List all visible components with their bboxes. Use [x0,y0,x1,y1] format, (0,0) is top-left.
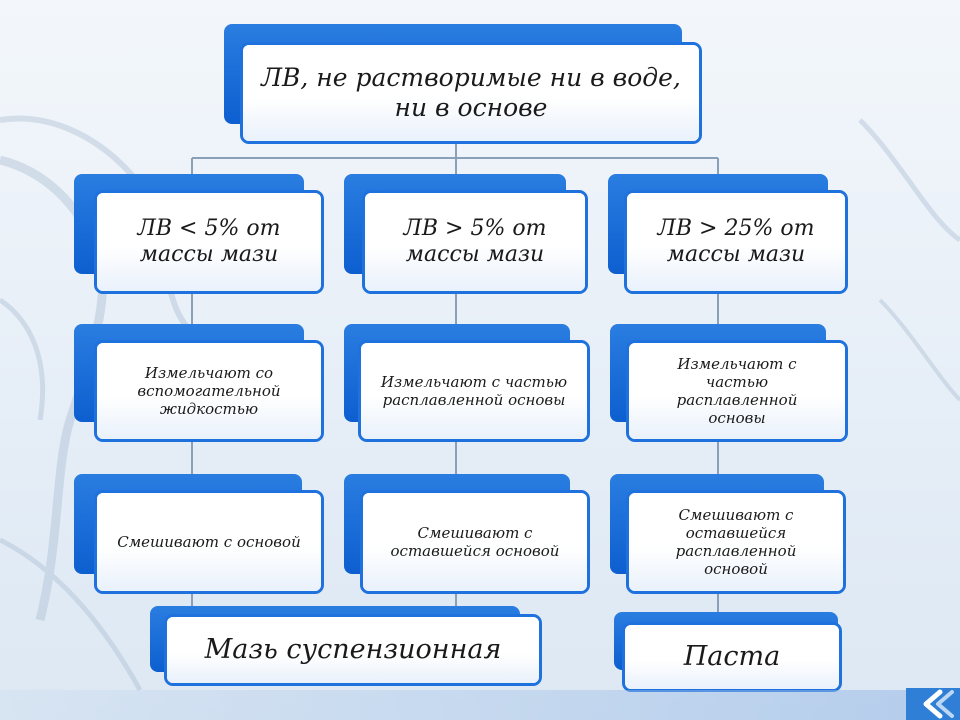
result-node-1-box: Мазь суспензионная [164,614,542,686]
step2-node-1: Смешивают с основой [74,474,324,594]
step2-node-2: Смешивают с оставшейся основой [344,474,590,594]
root-node-text: ЛВ, не растворимые ни в воде, ни в основ… [261,63,681,122]
result-node-2-box: Паста [622,622,842,692]
step1-node-2: Измельчают с частью расплавленной основы [344,324,590,442]
root-node: ЛВ, не растворимые ни в воде, ни в основ… [224,24,702,144]
step1-node-2-box: Измельчают с частью расплавленной основы [358,340,590,442]
footer-bar [0,690,906,720]
category-node-3-box: ЛВ > 25% от массы мази [624,190,848,294]
step1-node-3-text: Измельчают с частью расплавленной основы [676,355,798,427]
step1-node-3-box: Измельчают с частью расплавленной основы [626,340,848,442]
category-node-1: ЛВ < 5% от массы мази [74,174,324,294]
step2-node-2-text: Смешивают с оставшейся основой [390,524,560,560]
step1-node-2-text: Измельчают с частью расплавленной основы [380,373,568,409]
result-node-1: Мазь суспензионная [150,606,542,686]
step2-node-3-text: Смешивают с оставшейся расплавленной осн… [675,506,797,578]
category-node-1-box: ЛВ < 5% от массы мази [94,190,324,294]
step2-node-1-box: Смешивают с основой [94,490,324,594]
step1-node-1-box: Измельчают со вспомогательной жидкостью [94,340,324,442]
category-node-3: ЛВ > 25% от массы мази [608,174,848,294]
result-node-2: Паста [614,612,842,692]
step2-node-2-box: Смешивают с оставшейся основой [360,490,590,594]
root-node-box: ЛВ, не растворимые ни в воде, ни в основ… [240,42,702,144]
category-node-2: ЛВ > 5% от массы мази [344,174,588,294]
step2-node-3: Смешивают с оставшейся расплавленной осн… [610,474,846,594]
category-node-1-text: ЛВ < 5% от массы мази [137,215,281,267]
result-node-1-text: Мазь суспензионная [204,633,502,665]
previous-slide-icon[interactable] [906,688,960,720]
category-node-2-box: ЛВ > 5% от массы мази [362,190,588,294]
step2-node-3-box: Смешивают с оставшейся расплавленной осн… [626,490,846,594]
category-node-2-text: ЛВ > 5% от массы мази [403,215,547,267]
step1-node-1: Измельчают со вспомогательной жидкостью [74,324,324,442]
category-node-3-text: ЛВ > 25% от массы мази [657,215,815,267]
step2-node-1-text: Смешивают с основой [117,533,301,551]
result-node-2-text: Паста [683,640,781,672]
step1-node-3: Измельчают с частью расплавленной основы [610,324,848,442]
step1-node-1-text: Измельчают со вспомогательной жидкостью [137,364,281,418]
